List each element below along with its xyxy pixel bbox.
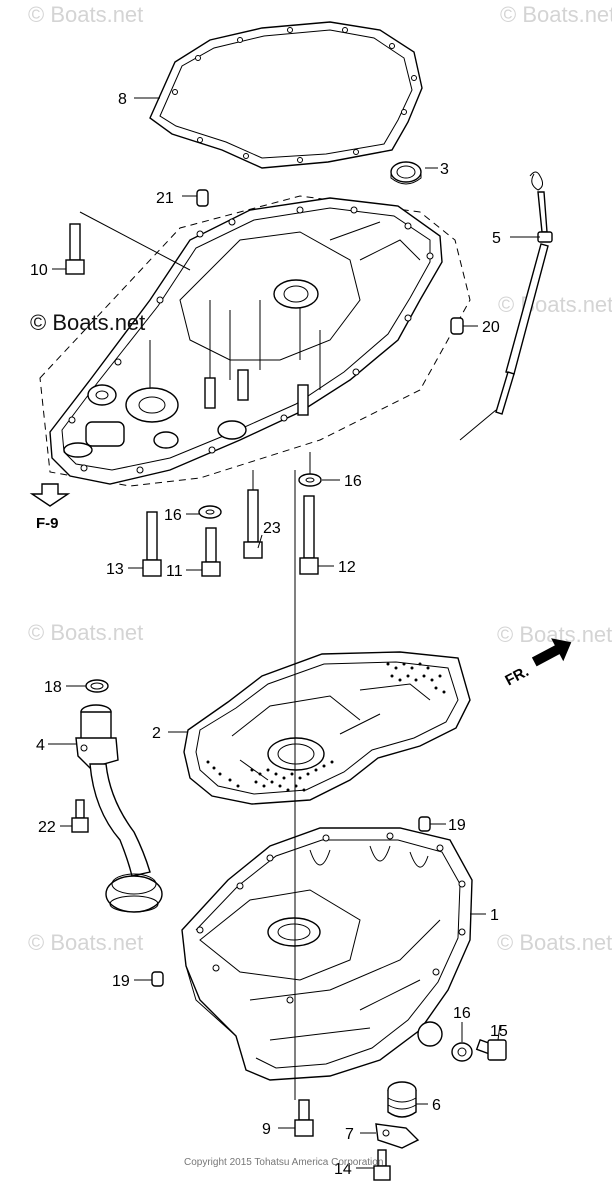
bolt-15 — [475, 1039, 507, 1061]
callout-21: 21 — [156, 190, 174, 207]
reference-label: F-9 — [36, 515, 59, 532]
callout-5: 5 — [492, 230, 501, 247]
gasket-17 — [451, 1042, 473, 1062]
callout-8: 8 — [118, 91, 127, 108]
oil-seal-3 — [390, 161, 422, 185]
callout-23: 23 — [263, 520, 281, 537]
plate-2 — [183, 651, 471, 805]
dowel-pin-19-left — [151, 971, 164, 987]
dipstick-5 — [495, 171, 553, 415]
dowel-pin-19 — [418, 816, 431, 832]
o-ring-18 — [85, 679, 109, 693]
watermark: © Boats.net — [498, 292, 612, 317]
watermark: © Boats.net — [28, 930, 143, 955]
oil-pan-1 — [181, 827, 473, 1081]
callout-18: 18 — [44, 679, 62, 696]
watermark-prominent: © Boats.net — [30, 310, 145, 335]
callout-13: 13 — [106, 561, 124, 578]
o-ring-18-inner — [90, 682, 104, 690]
copyright-text: Copyright 2015 Tohatsu America Corporati… — [184, 1157, 383, 1168]
bolt-11 — [201, 527, 221, 577]
callout-17: 16 — [453, 1005, 471, 1022]
callout-6: 6 — [432, 1097, 441, 1114]
callout-14: 14 — [334, 1161, 352, 1178]
bolt-14 — [373, 1149, 391, 1181]
callout-4: 4 — [36, 737, 45, 754]
callout-1: 1 — [490, 907, 499, 924]
dowel-pin-21 — [196, 189, 209, 207]
callout-19-left: 19 — [112, 973, 130, 990]
gasket-17-inner — [457, 1047, 467, 1057]
watermark: © Boats.net — [28, 620, 143, 645]
callout-16: 16 — [344, 473, 362, 490]
bolt-13 — [142, 511, 162, 577]
leader-lines — [48, 97, 540, 1169]
callout-3: 3 — [440, 161, 449, 178]
callout-20: 20 — [482, 319, 500, 336]
upper-housing — [39, 195, 471, 487]
bracket-7 — [375, 1123, 420, 1149]
reference-arrow: F-9 — [29, 483, 71, 532]
front-label: FR. — [502, 663, 531, 689]
callout-16-left: 16 — [164, 507, 182, 524]
watermark: © Boats.net — [500, 2, 612, 27]
washer-16-right — [298, 473, 322, 487]
callout-22: 22 — [38, 819, 56, 836]
bolt-22 — [71, 799, 89, 833]
gasket-8 — [149, 21, 423, 169]
bolt-23 — [243, 489, 263, 559]
oil-strainer-4 — [75, 704, 163, 913]
drain-plug-6 — [387, 1081, 417, 1118]
callout-12: 12 — [338, 559, 356, 576]
callout-11: 11 — [166, 563, 183, 580]
bolt-12 — [299, 495, 319, 575]
callout-9: 9 — [262, 1121, 271, 1138]
bolt-9 — [294, 1099, 314, 1137]
callout-10: 10 — [30, 262, 48, 279]
watermark: © Boats.net — [28, 2, 143, 27]
callout-2: 2 — [152, 725, 161, 742]
bolt-10 — [65, 223, 85, 275]
callout-19: 19 — [448, 817, 466, 834]
washer-16 — [198, 505, 222, 519]
watermark: © Boats.net — [497, 930, 612, 955]
callouts: 8 3 21 5 10 20 16 16 23 13 11 12 18 4 2 … — [30, 91, 508, 1178]
callout-7: 7 — [345, 1126, 354, 1143]
perforation-pattern — [206, 662, 446, 792]
callout-15: 15 — [490, 1023, 508, 1040]
dowel-pin-20 — [450, 317, 464, 335]
